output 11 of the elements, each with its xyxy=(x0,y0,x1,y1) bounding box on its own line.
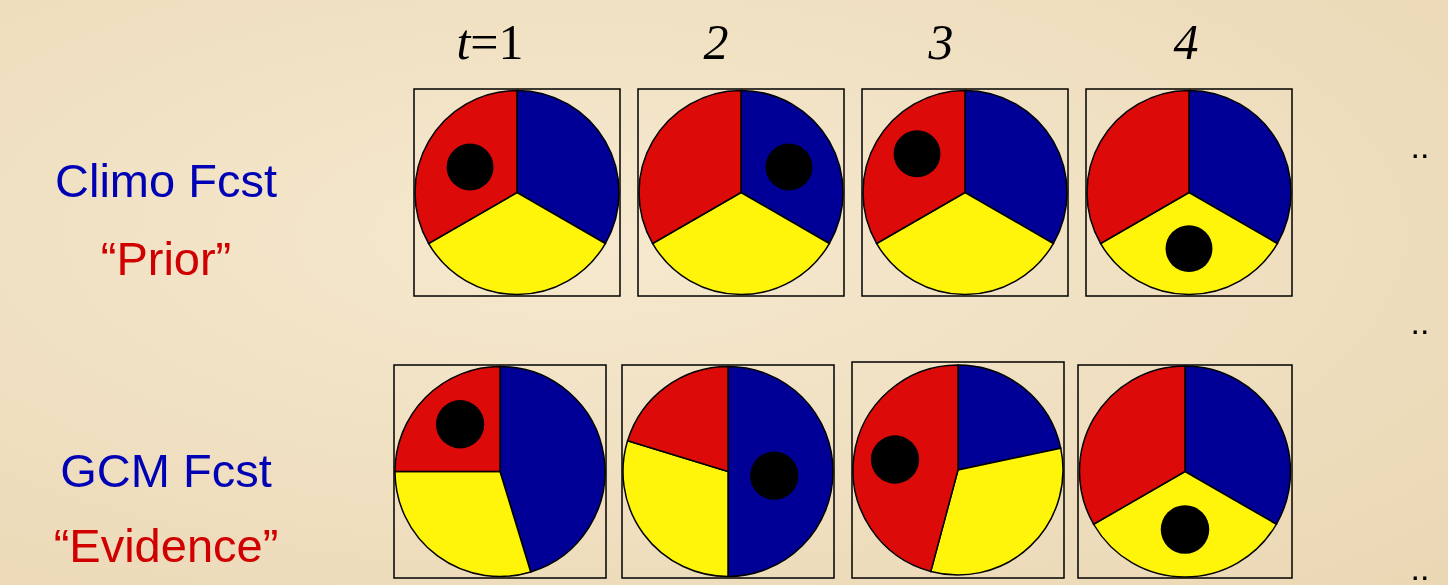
axis-label: 4 xyxy=(1173,17,1199,67)
axis-label: t=1 xyxy=(456,17,524,67)
row-label: Climo Fcst xyxy=(55,156,277,204)
continuation-dots: .. xyxy=(1410,129,1430,163)
continuation-dots: .. xyxy=(1410,305,1430,339)
row-label: “Prior” xyxy=(100,234,232,282)
axis-label: 2 xyxy=(703,17,729,67)
row-label: “Evidence” xyxy=(53,521,279,569)
axis-label: 3 xyxy=(928,17,954,67)
continuation-dots: .. xyxy=(1410,551,1430,585)
row-label: GCM Fcst xyxy=(60,446,272,494)
